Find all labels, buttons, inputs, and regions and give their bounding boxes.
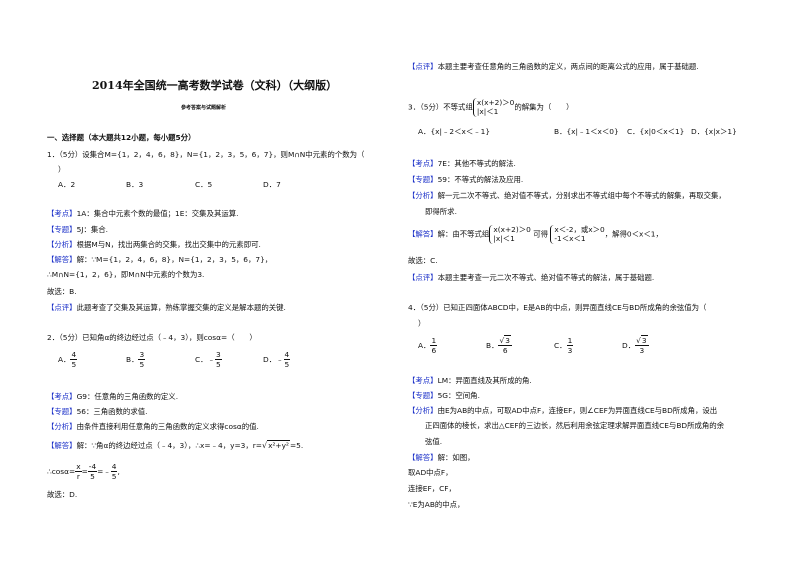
q3-option-b: B．{x|﹣1＜x＜0} bbox=[554, 127, 619, 136]
q4-line-2: 连接EF，CF， bbox=[408, 484, 456, 493]
q1-fenxi-text: 根据M与N，找出两集合的交集，找出交集中的元素即可. bbox=[76, 240, 261, 249]
q3-zhuanti: 【专题】59：不等式的解法及应用. bbox=[408, 175, 524, 184]
q1-zhuanti-text: 5J：集合. bbox=[76, 225, 108, 234]
q2-stem: 2．（5分）已知角α的终边经过点（﹣4，3），则cosα=（ ） bbox=[47, 333, 257, 342]
q3-answer: 故选：C. bbox=[408, 256, 438, 265]
q1-stem: 1．（5分）设集合M={1，2，4，6，8}，N={1，2，3，5，6，7}，则… bbox=[47, 150, 365, 159]
q4-fenxi-line-2: 正四面体的棱长，求出△CEF的三边长，然后利用余弦定理求解异面直线CE与BD所成… bbox=[425, 421, 725, 430]
q1-dianping: 【点评】此题考查了交集及其运算，熟练掌握交集的定义是解本题的关键. bbox=[47, 304, 286, 311]
q3-jieda-system-1: x(x+2)＞0|x|＜1 bbox=[489, 225, 531, 244]
q4-line-1: 取AD中点F， bbox=[408, 468, 453, 477]
dianping-tag: 【点评】 bbox=[47, 303, 77, 312]
q2-answer: 故选：D. bbox=[47, 490, 78, 499]
q1-option-c: C．5 bbox=[195, 180, 213, 189]
q1-kaodian: 【考点】1A：集合中元素个数的最值；1E：交集及其运算. bbox=[47, 210, 238, 217]
page-subtitle: 参考答案与试题解析 bbox=[181, 105, 227, 111]
q1-answer: 故选：B. bbox=[47, 287, 77, 296]
q1-dianping-text: 此题考查了交集及其运算，熟练掌握交集的定义是解本题的关键. bbox=[76, 303, 286, 312]
q3-option-c: C．{x|0＜x＜1} bbox=[627, 127, 685, 136]
q2-fenxi: 【分析】由条件直接利用任意角的三角函数的定义求得cosα的值. bbox=[47, 422, 259, 431]
q2-kaodian: 【考点】G9：任意角的三角函数的定义. bbox=[47, 392, 179, 401]
q4-kaodian: 【考点】LM：异面直线及其所成的角. bbox=[408, 376, 532, 385]
section-heading: 一、选择题（本大题共12小题，每小题5分） bbox=[47, 133, 196, 142]
q4-line-3: ∵E为AB的中点， bbox=[408, 500, 465, 509]
q1-kaodian-text: 1A：集合中元素个数的最值；1E：交集及其运算. bbox=[76, 209, 239, 218]
q3-option-a: A．{x|﹣2＜x＜﹣1} bbox=[418, 127, 491, 136]
q3-fenxi: 【分析】解一元二次不等式、绝对值不等式，分别求出不等式组中每个不等式的解集，再取… bbox=[408, 191, 726, 200]
jieda-tag: 【解答】 bbox=[47, 255, 77, 264]
q3-option-d: D．{x|x＞1} bbox=[691, 127, 737, 136]
q3-fenxi-line-2: 即得所求. bbox=[425, 207, 457, 216]
q3-dianping: 【点评】本题主要考查一元二次不等式、绝对值不等式的解法，属于基础题. bbox=[408, 273, 655, 282]
kaodian-tag: 【考点】 bbox=[47, 209, 77, 218]
q3-jieda-system-2: x＜-2，或x＞0-1＜x＜1 bbox=[550, 225, 605, 244]
q3-system: x(x+2)＞0|x|＜1 bbox=[472, 98, 514, 117]
q1-jieda-text: 解：∵M={1，2，4，6，8}，N={1，2，3，5，6，7}， bbox=[76, 255, 273, 264]
q1-stem-end: ） bbox=[58, 165, 66, 174]
q2-jieda: 【解答】解：∵角α的终边经过点（﹣4，3），∴x=﹣4，y=3，r=√x²+y²… bbox=[47, 440, 304, 450]
zhuanti-tag: 【专题】 bbox=[47, 225, 77, 234]
q1-zhuanti: 【专题】5J：集合. bbox=[47, 226, 108, 233]
right-column: 【点评】本题主要考查任意角的三角函数的定义，两点间的距离公式的应用，属于基础题.… bbox=[400, 0, 800, 565]
q1-fenxi: 【分析】根据M与N，找出两集合的交集，找出交集中的元素即可. bbox=[47, 241, 261, 248]
q1-jieda-line-2: ∴M∩N={1，2，6}，即M∩N中元素的个数为3. bbox=[47, 270, 205, 279]
q4-stem: 4．（5分）已知正四面体ABCD中，E是AB的中点，则异面直线CE与BD所成角的… bbox=[408, 303, 707, 312]
q1-option-b: B．3 bbox=[126, 180, 144, 189]
q2-dianping: 【点评】本题主要考查任意角的三角函数的定义，两点间的距离公式的应用，属于基础题. bbox=[408, 62, 699, 71]
q2-zhuanti: 【专题】56：三角函数的求值. bbox=[47, 407, 148, 416]
q4-fenxi-line-3: 弦值. bbox=[425, 437, 443, 446]
q4-stem-end: ） bbox=[418, 319, 426, 328]
q1-jieda: 【解答】解：∵M={1，2，4，6，8}，N={1，2，3，5，6，7}， bbox=[47, 256, 272, 263]
q4-fenxi: 【分析】由E为AB的中点，可取AD中点F，连接EF，则∠CEF为异面直线CE与B… bbox=[408, 406, 718, 415]
page-title: 2014年全国统一高考数学试卷（文科）（大纲版） bbox=[92, 79, 338, 92]
q2-sqrt-expr: x²+y² bbox=[267, 440, 290, 450]
q1-option-a: A．2 bbox=[58, 180, 76, 189]
q3-kaodian: 【考点】7E：其他不等式的解法. bbox=[408, 159, 516, 168]
q4-jieda: 【解答】解：如图， bbox=[408, 453, 475, 462]
left-column: 2014年全国统一高考数学试卷（文科）（大纲版） 参考答案与试题解析 一、选择题… bbox=[47, 79, 365, 499]
q4-zhuanti: 【专题】5G：空间角. bbox=[408, 391, 480, 400]
fenxi-tag: 【分析】 bbox=[47, 240, 77, 249]
q1-option-d: D．7 bbox=[263, 180, 281, 189]
